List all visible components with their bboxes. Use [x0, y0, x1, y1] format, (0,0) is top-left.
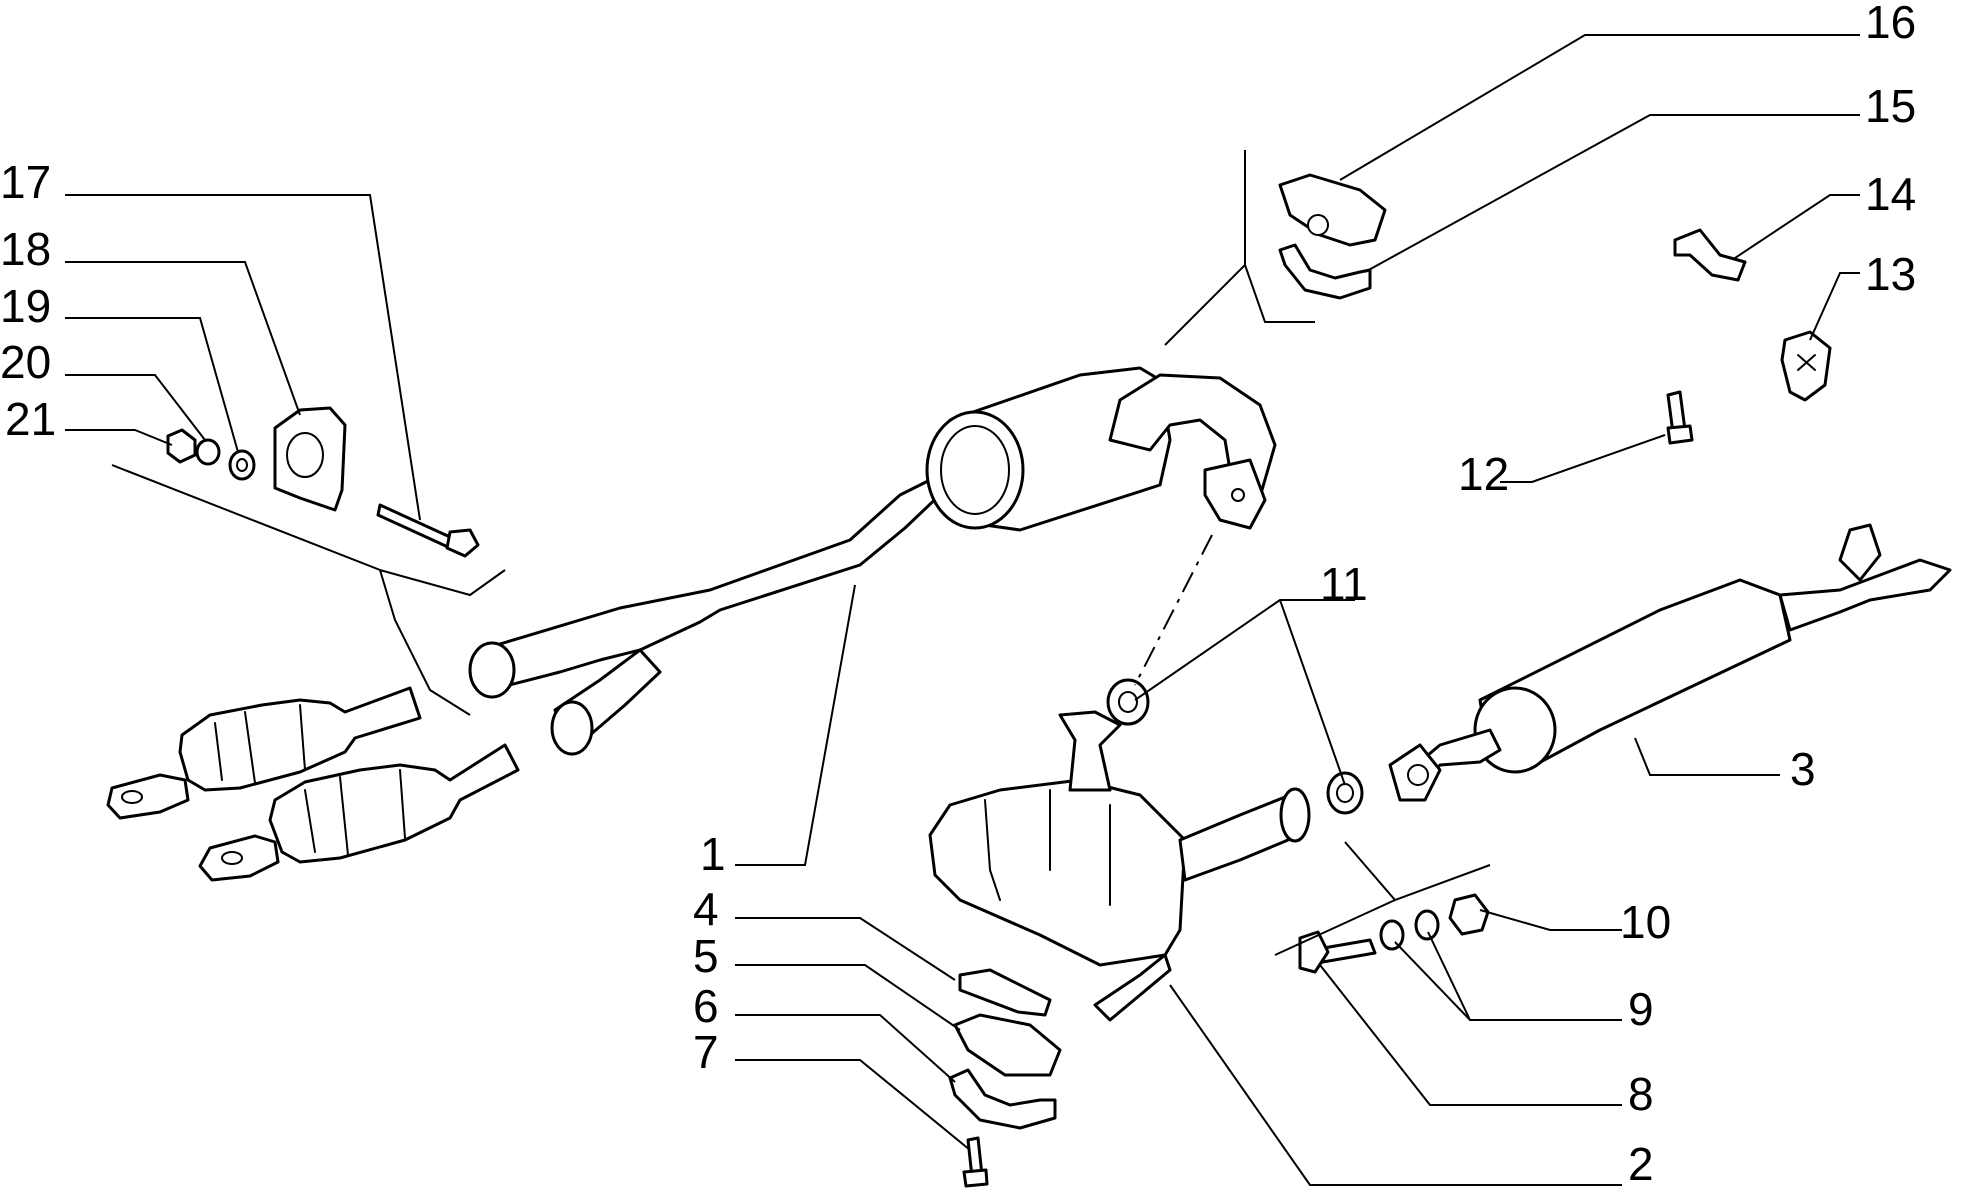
callout-10: 10 — [1620, 896, 1671, 948]
callout-2: 2 — [1628, 1138, 1654, 1190]
rubber-mount-13 — [1780, 330, 1832, 402]
catalytic-converter-left — [106, 686, 422, 820]
bracket-rubber-18 — [273, 406, 347, 512]
callout-1: 1 — [700, 828, 726, 880]
callout-19: 19 — [0, 280, 51, 332]
washer-19 — [228, 449, 256, 481]
callout-13: 13 — [1865, 248, 1916, 300]
callout-6: 6 — [693, 980, 719, 1032]
clamp-6 — [948, 1068, 1057, 1130]
callout-5: 5 — [693, 930, 719, 982]
front-frame-guide-line — [111, 464, 506, 716]
leader-lines — [65, 34, 1860, 1186]
callout-16: 16 — [1865, 0, 1916, 48]
rear-frame-guide-line — [1274, 841, 1491, 956]
callout-3: 3 — [1790, 743, 1816, 795]
callout-18: 18 — [0, 223, 51, 275]
screw-12 — [1666, 390, 1694, 445]
bracket-5 — [953, 1013, 1062, 1077]
callout-20: 20 — [0, 336, 51, 388]
callout-12: 12 — [1458, 448, 1509, 500]
clip-14 — [1673, 228, 1747, 282]
callout-21: 21 — [5, 393, 56, 445]
front-pipe-with-muffler — [468, 366, 1277, 756]
callout-17: 17 — [0, 156, 51, 208]
catalytic-converter-right — [198, 743, 520, 882]
bolt-8 — [1298, 930, 1377, 974]
spring-washer-20 — [195, 438, 221, 466]
assembly-dash-line — [1134, 534, 1213, 686]
callout-14: 14 — [1865, 168, 1916, 220]
rear-muffler — [1388, 523, 1952, 802]
clamp-15 — [1278, 243, 1372, 300]
plate-4 — [958, 968, 1052, 1017]
exhaust-mount-guide-line — [1164, 150, 1315, 346]
gasket-11a — [1106, 678, 1150, 726]
gasket-11b — [1326, 771, 1364, 815]
screw-7 — [962, 1136, 989, 1188]
bolt-17 — [376, 503, 480, 558]
washers-9 — [1379, 909, 1440, 951]
bracket-16 — [1278, 173, 1387, 247]
callout-8: 8 — [1628, 1068, 1654, 1120]
center-muffler — [928, 710, 1311, 1022]
nut-21 — [166, 428, 197, 464]
nut-10 — [1448, 893, 1490, 936]
callout-4: 4 — [693, 883, 719, 935]
callout-11: 11 — [1320, 558, 1368, 610]
callout-9: 9 — [1628, 983, 1654, 1035]
callout-15: 15 — [1865, 80, 1916, 132]
callout-7: 7 — [693, 1026, 719, 1078]
